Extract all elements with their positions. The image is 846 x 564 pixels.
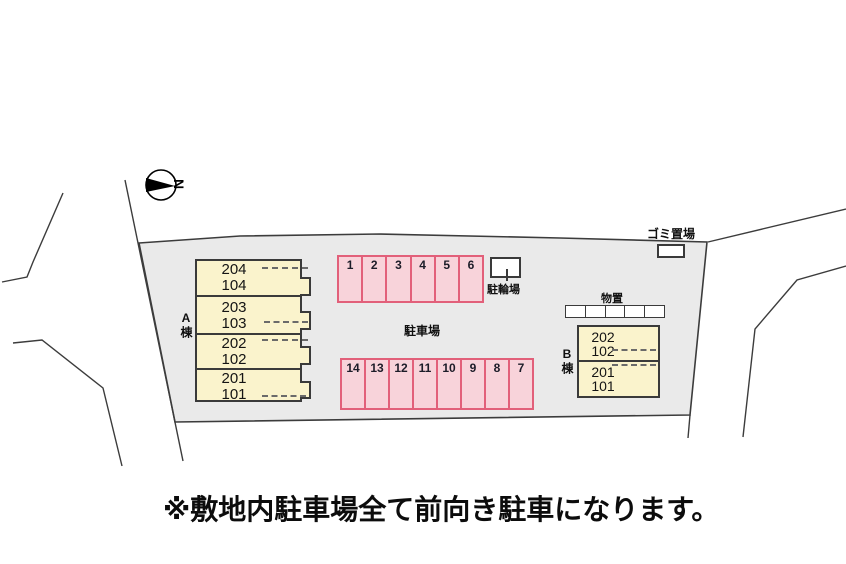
parking-stall: 14 xyxy=(340,358,366,410)
parking-stall: 9 xyxy=(460,358,486,410)
parking-stall: 6 xyxy=(457,255,485,303)
building-b-unit-1: 202 102 xyxy=(583,330,623,358)
entry-dash xyxy=(262,395,306,397)
entry-dash xyxy=(264,321,308,323)
bicycle-parking-tick xyxy=(506,269,508,281)
room-number: 202 xyxy=(221,335,247,352)
parking-stall: 4 xyxy=(409,255,436,303)
storage-label: 物置 xyxy=(601,293,623,305)
parking-stall: 10 xyxy=(436,358,462,410)
entry-dash xyxy=(262,339,308,341)
parking-stall: 2 xyxy=(361,255,388,303)
building-a-divider-3 xyxy=(197,368,300,370)
garbage-area-box xyxy=(657,244,685,258)
building-a-unit-1: 204 104 xyxy=(208,262,260,294)
boundary-right-extension xyxy=(687,414,691,439)
entry-dash xyxy=(612,364,656,366)
building-a-notch-4 xyxy=(300,381,311,399)
garbage-area-label: ゴミ置場 xyxy=(647,227,696,241)
north-label: N xyxy=(171,178,188,190)
front-parking-note: ※敷地内駐車場全て前向き駐車になります。 xyxy=(163,494,720,525)
parking-stall: 7 xyxy=(508,358,534,410)
parking-stall: 1 xyxy=(337,255,364,303)
building-a-divider-2 xyxy=(197,333,300,335)
north-arrow-pointer xyxy=(146,178,175,192)
parking-stall: 3 xyxy=(385,255,412,303)
building-a-notch-3 xyxy=(300,346,311,365)
building-b-label: B棟 xyxy=(560,347,574,375)
room-number: 201 xyxy=(221,370,247,387)
room-number: 203 xyxy=(221,299,247,316)
parking-row-top: 1 2 3 4 5 6 xyxy=(337,255,485,303)
room-number: 202 xyxy=(591,329,615,345)
parking-area-label: 駐車場 xyxy=(404,324,441,338)
parking-row-bottom: 14 13 12 11 10 9 8 7 xyxy=(340,358,534,410)
building-b-unit-2: 201 101 xyxy=(583,365,623,393)
building-a-notch-1 xyxy=(300,277,311,296)
storage-box xyxy=(584,305,606,318)
parking-stall: 11 xyxy=(412,358,438,410)
building-a xyxy=(195,259,302,402)
room-number: 101 xyxy=(591,378,615,394)
parking-stall: 12 xyxy=(388,358,414,410)
building-a-unit-2: 203 103 xyxy=(208,300,260,332)
bicycle-parking-box xyxy=(490,257,521,278)
storage-boxes xyxy=(565,305,665,318)
parking-stall: 13 xyxy=(364,358,390,410)
parking-stall: 8 xyxy=(484,358,510,410)
entry-dash xyxy=(262,267,308,269)
road-right xyxy=(742,265,846,438)
room-number: 102 xyxy=(591,343,615,359)
road-upper-left xyxy=(1,192,64,283)
building-a-divider-1 xyxy=(197,295,300,297)
room-number: 204 xyxy=(221,261,247,278)
storage-box xyxy=(604,305,626,318)
storage-box xyxy=(624,305,646,318)
room-number: 102 xyxy=(221,351,247,368)
entry-dash xyxy=(612,349,656,351)
building-b-divider xyxy=(579,360,658,362)
parking-stall: 5 xyxy=(433,255,460,303)
room-number: 101 xyxy=(221,386,247,403)
room-number: 104 xyxy=(221,277,247,294)
room-number: 103 xyxy=(221,315,247,332)
building-a-notch-2 xyxy=(300,311,311,330)
road-top-right xyxy=(707,208,846,243)
building-a-unit-4: 201 101 xyxy=(208,371,260,403)
storage-box xyxy=(565,305,586,318)
building-a-unit-3: 202 102 xyxy=(208,336,260,368)
room-number: 201 xyxy=(591,364,615,380)
storage-box xyxy=(644,305,665,318)
building-a-label: A棟 xyxy=(179,311,193,339)
road-left-main xyxy=(124,179,184,462)
road-lower-left xyxy=(12,339,123,467)
bicycle-parking-label: 駐輪場 xyxy=(487,284,520,296)
